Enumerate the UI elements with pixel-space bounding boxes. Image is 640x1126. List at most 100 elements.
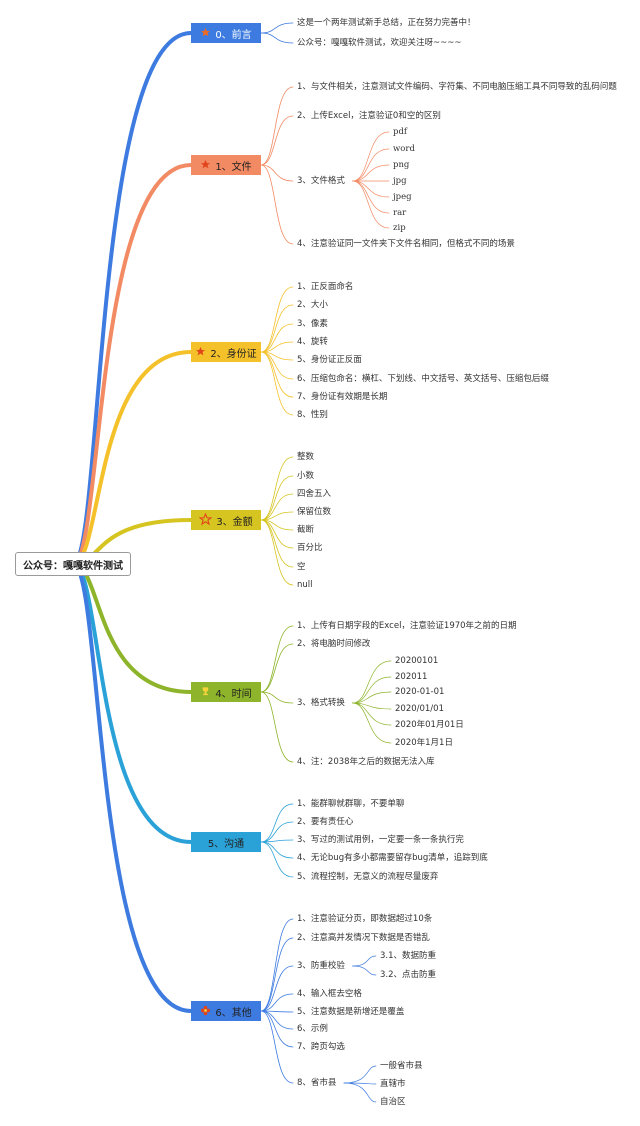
branch-id-card-item-line xyxy=(260,286,294,353)
branch-communication-item-line xyxy=(260,841,294,859)
star-icon xyxy=(200,159,211,172)
branch-file-item-line xyxy=(260,164,294,182)
node-item[interactable]: 保留位数 xyxy=(297,507,332,517)
node-item[interactable]: 5、流程控制，无意义的流程尽量废弃 xyxy=(297,872,439,882)
node-item[interactable]: 公众号：嘎嘎软件测试，欢迎关注呀~~~~ xyxy=(297,38,462,48)
node-item[interactable]: null xyxy=(297,580,313,590)
node-item[interactable]: 4、输入框去空格 xyxy=(297,989,362,999)
node-child-item[interactable]: pdf xyxy=(393,127,408,137)
node-child-item[interactable]: 20200101 xyxy=(395,656,439,666)
node-item[interactable]: 2、将电脑时间修改 xyxy=(297,639,371,649)
node-child-item[interactable]: 3.1、数据防重 xyxy=(380,951,437,961)
node-child-item[interactable]: zip xyxy=(393,223,406,233)
node-child-item[interactable]: 202011 xyxy=(395,672,428,682)
node-item[interactable]: 6、压缩包命名：横杠、下划线、中文括号、英文括号、压缩包后缀 xyxy=(297,374,549,384)
topic-label: 2、身份证 xyxy=(210,348,257,360)
node-item[interactable]: 6、示例 xyxy=(297,1024,328,1034)
node-child-item[interactable]: 自治区 xyxy=(380,1097,406,1107)
branch-file-curve xyxy=(71,163,193,566)
topic-id-card[interactable]: 2、身份证 xyxy=(191,342,261,362)
branch-time-child-line xyxy=(352,702,392,726)
node-item[interactable]: 5、身份证正反面 xyxy=(297,355,362,365)
root-label: 公众号：嘎嘎软件测试 xyxy=(23,560,123,572)
topic-amount[interactable]: 3、金额 xyxy=(191,510,261,530)
node-item[interactable]: 小数 xyxy=(297,471,315,481)
node-child-item[interactable]: jpg xyxy=(393,176,407,186)
branch-time-item-line xyxy=(260,691,294,704)
branch-amount-item-line xyxy=(260,519,294,549)
branch-other-child-line xyxy=(352,955,377,967)
node-child-item[interactable]: 2020年01月01日 xyxy=(395,720,464,730)
node-item[interactable]: 8、省市县 xyxy=(297,1078,337,1088)
branch-other-item-line xyxy=(260,993,294,1012)
node-item[interactable]: 1、正反面命名 xyxy=(297,282,354,292)
branch-id-card-item-line xyxy=(260,351,294,416)
branch-file-child-line xyxy=(352,164,390,182)
node-item[interactable]: 3、防重校验 xyxy=(297,961,345,971)
node-child-item[interactable]: jpeg xyxy=(393,192,412,202)
branch-communication-curve xyxy=(71,562,193,844)
topic-communication[interactable]: 5、沟通 xyxy=(191,832,261,852)
root-node[interactable]: 公众号：嘎嘎软件测试 xyxy=(15,552,131,576)
node-item[interactable]: 1、能群聊就群聊，不要单聊 xyxy=(297,799,405,809)
branch-other-item-line xyxy=(260,937,294,1012)
node-child-item[interactable]: 2020-01-01 xyxy=(395,687,445,697)
node-item[interactable]: 2、要有责任心 xyxy=(297,817,354,827)
node-item[interactable]: 空 xyxy=(297,562,306,572)
branch-amount-item-line xyxy=(260,519,294,568)
node-item[interactable]: 四舍五入 xyxy=(297,489,332,499)
flower-icon xyxy=(200,1005,211,1018)
branch-id-card-item-line xyxy=(260,351,294,398)
topic-file[interactable]: 1、文件 xyxy=(191,155,261,175)
node-item[interactable]: 1、与文件相关，注意测试文件编码、字符集、不同电脑压缩工具不同导致的乱码问题 xyxy=(297,82,617,92)
star-icon xyxy=(200,27,211,40)
topic-label: 3、金额 xyxy=(216,516,253,528)
branch-id-card-item-line xyxy=(260,304,294,353)
branch-amount-item-line xyxy=(260,475,294,521)
node-item[interactable]: 7、跨页勾选 xyxy=(297,1042,345,1052)
node-item[interactable]: 2、注意高并发情况下数据是否错乱 xyxy=(297,933,430,943)
node-item[interactable]: 3、格式转换 xyxy=(297,698,345,708)
branch-preface-item-line xyxy=(260,32,294,44)
branch-time-item-line xyxy=(260,625,294,693)
topic-preface[interactable]: 0、前言 xyxy=(191,23,261,43)
node-item[interactable]: 3、像素 xyxy=(297,319,328,329)
branch-file-item-line xyxy=(260,164,294,245)
node-item[interactable]: 4、注：2038年之后的数据无法入库 xyxy=(297,757,435,767)
branch-other-child-line xyxy=(352,965,377,976)
node-item[interactable]: 3、文件格式 xyxy=(297,176,345,186)
node-item[interactable]: 5、注意数据是新增还是覆盖 xyxy=(297,1007,405,1017)
node-child-item[interactable]: 一般省市县 xyxy=(380,1061,423,1071)
star-outline-icon xyxy=(198,512,213,528)
branch-preface-item-line xyxy=(260,22,294,34)
node-item[interactable]: 3、写过的测试用例，一定要一条一条执行完 xyxy=(297,835,464,845)
node-item[interactable]: 整数 xyxy=(297,452,315,462)
node-item[interactable]: 4、旋转 xyxy=(297,337,328,347)
node-child-item[interactable]: word xyxy=(393,144,415,154)
node-item[interactable]: 1、上传有日期字段的Excel，注意验证1970年之前的日期 xyxy=(297,621,517,631)
branch-other-item-line xyxy=(260,1010,294,1048)
node-child-item[interactable]: 3.2、点击防重 xyxy=(380,970,437,980)
node-item[interactable]: 7、身份证有效期是长期 xyxy=(297,392,388,402)
topic-other[interactable]: 6、其他 xyxy=(191,1001,261,1021)
node-child-item[interactable]: 2020/01/01 xyxy=(395,704,444,714)
node-child-item[interactable]: 2020年1月1日 xyxy=(395,738,453,748)
node-item[interactable]: 2、上传Excel，注意验证0和空的区别 xyxy=(297,111,441,121)
topic-time[interactable]: 4、时间 xyxy=(191,682,261,702)
node-item[interactable]: 截断 xyxy=(297,525,315,535)
node-child-item[interactable]: rar xyxy=(393,208,407,218)
node-item[interactable]: 这是一个两年测试新手总结，正在努力完善中！ xyxy=(297,18,476,28)
node-item[interactable]: 4、注意验证同一文件夹下文件名相同，但格式不同的场景 xyxy=(297,239,515,249)
node-child-item[interactable]: 直辖市 xyxy=(380,1079,406,1089)
branch-file-child-line xyxy=(352,180,390,229)
node-item[interactable]: 2、大小 xyxy=(297,300,328,310)
node-child-item[interactable]: png xyxy=(393,160,410,170)
node-item[interactable]: 4、无论bug有多小都需要留存bug清单，追踪到底 xyxy=(297,853,488,863)
node-item[interactable]: 8、性别 xyxy=(297,410,328,420)
node-item[interactable]: 百分比 xyxy=(297,543,323,553)
branch-amount-item-line xyxy=(260,519,294,586)
node-item[interactable]: 1、注意验证分页，即数据超过10条 xyxy=(297,914,433,924)
branch-file-item-line xyxy=(260,115,294,166)
branch-communication-item-line xyxy=(260,803,294,843)
